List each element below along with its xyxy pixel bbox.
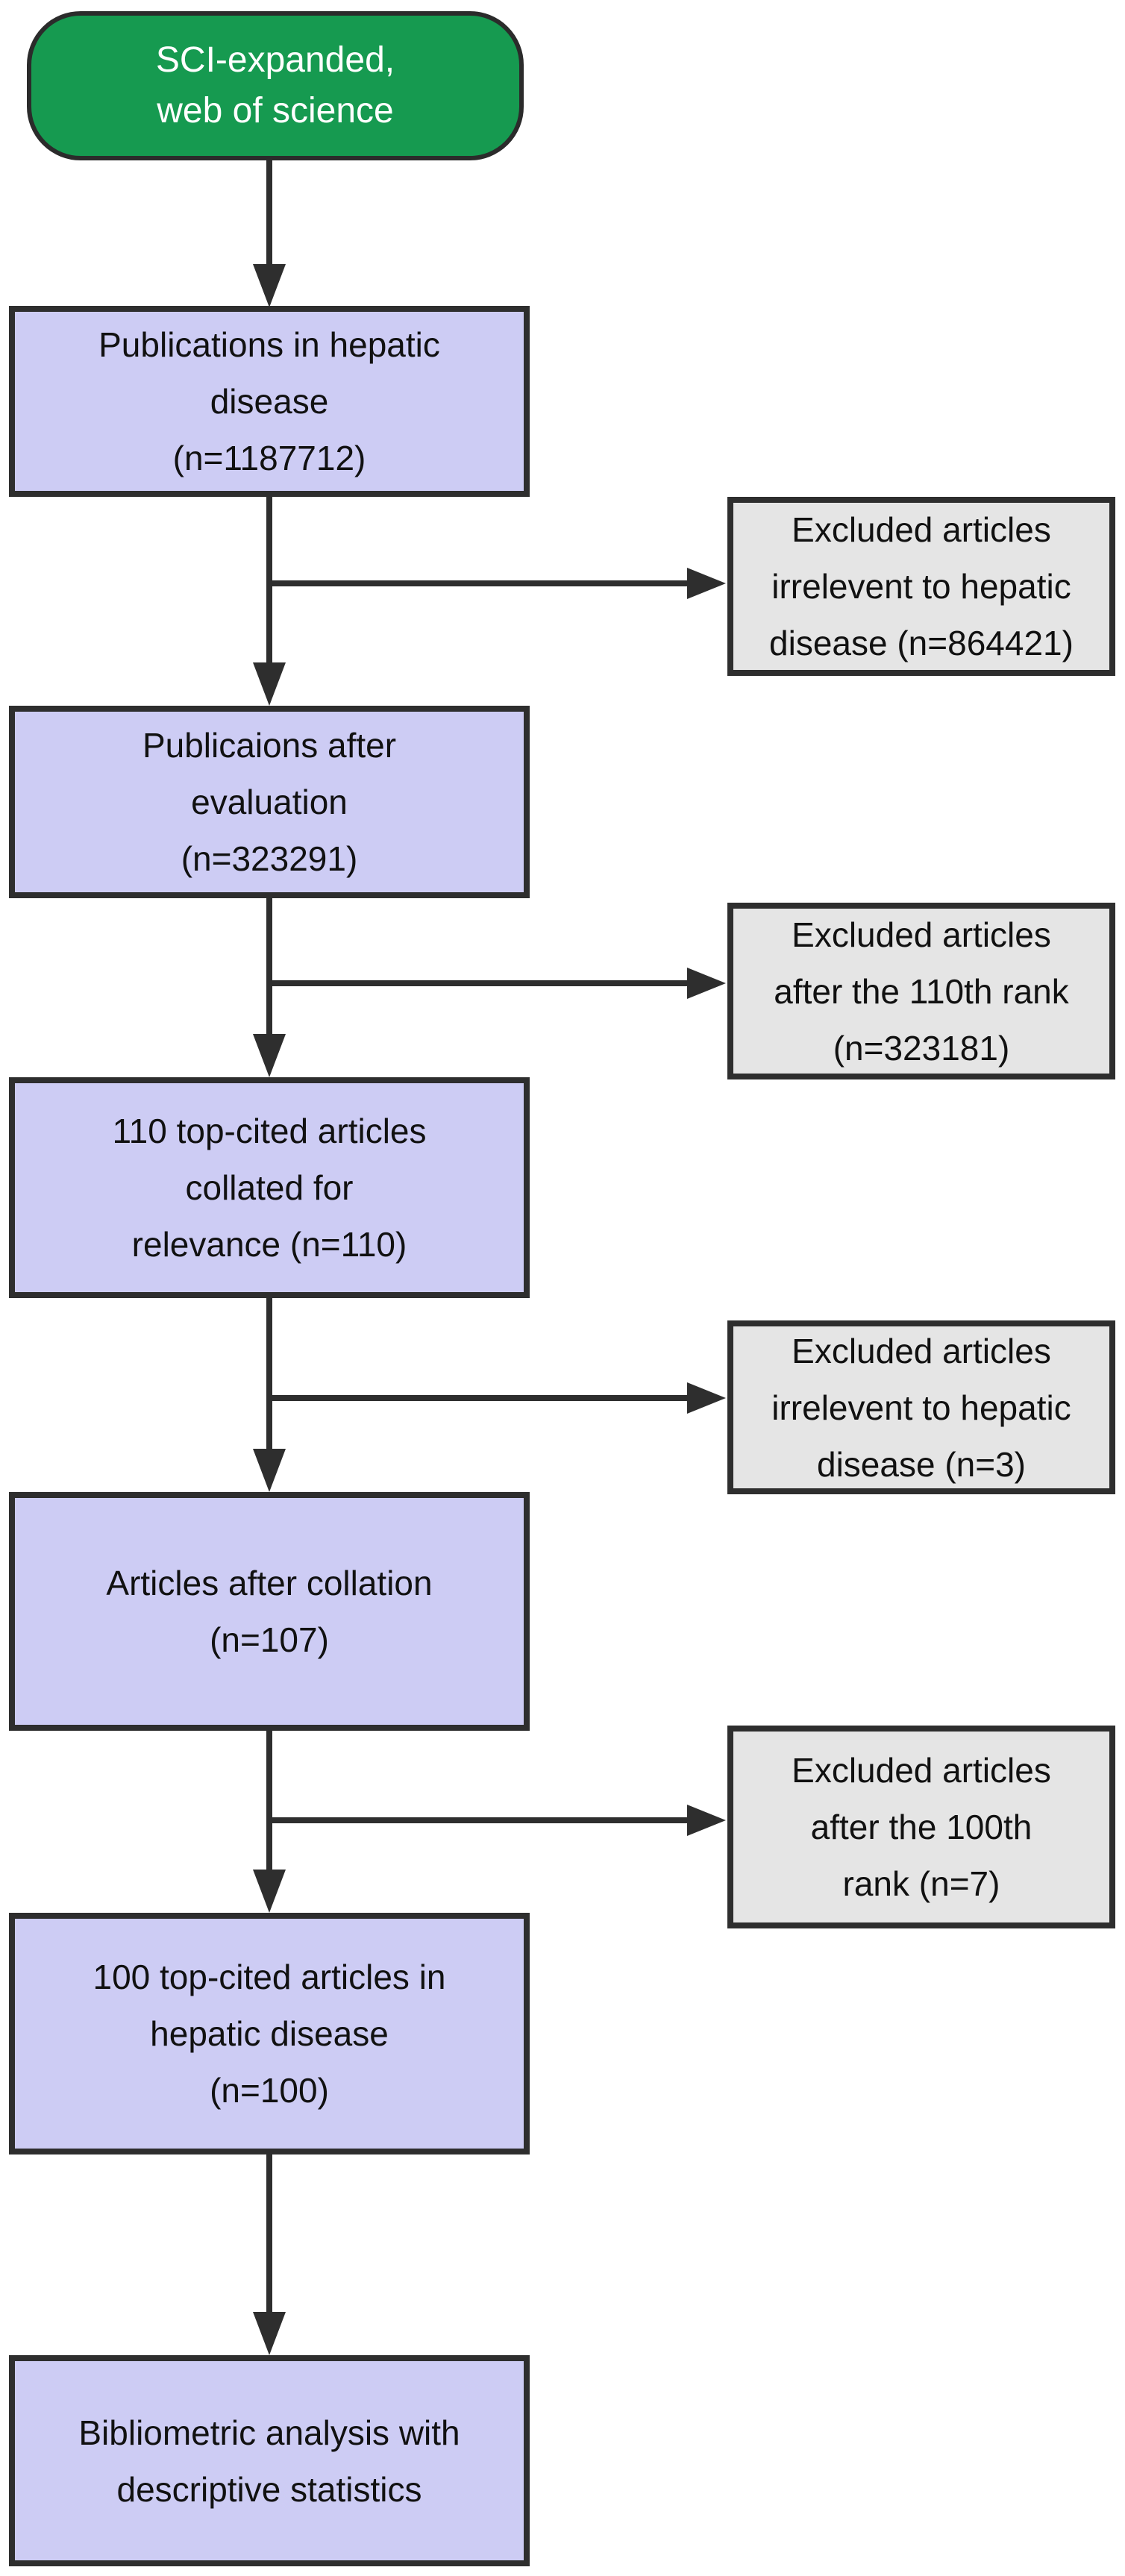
process-node-text-line: Publications in hepatic (98, 325, 440, 364)
arrow-down-icon (253, 2312, 286, 2355)
arrow-down-icon (253, 1034, 286, 1077)
process-node-bibliometric-analysis: Bibliometric analysis with descriptive s… (9, 2355, 530, 2566)
arrow-down-icon (253, 1870, 286, 1913)
process-node-text-line: 100 top-cited articles in (93, 1958, 446, 1996)
process-node-text-line: disease (210, 382, 329, 421)
excluded-node-irrelevant-3: Excluded articles irrelevent to hepatic … (727, 1320, 1115, 1494)
process-node-text-line: Publicaions after (142, 726, 397, 765)
excluded-node-text-line: irrelevent to hepatic (771, 567, 1071, 606)
start-node-text-line: SCI-expanded, (155, 40, 395, 80)
excluded-node-text-line: Excluded articles (792, 510, 1051, 549)
arrow-down-icon (253, 1449, 286, 1492)
arrow-right-icon (687, 1382, 726, 1414)
branch-arrow-2-line (269, 980, 689, 986)
excluded-node-after-110th-rank: Excluded articles after the 110th rank (… (727, 903, 1115, 1079)
excluded-node-text-line: irrelevent to hepatic (771, 1388, 1071, 1427)
arrow-right-icon (687, 1805, 726, 1836)
process-node-publications-after-evaluation: Publicaions after evaluation (n=323291) (9, 706, 530, 898)
process-node-text-line: hepatic disease (150, 2014, 389, 2053)
process-node-text-line: collated for (185, 1168, 354, 1207)
process-node-110-top-cited-articles: 110 top-cited articles collated for rele… (9, 1077, 530, 1298)
branch-arrow-3-line (269, 1395, 689, 1401)
arrow-right-icon (687, 568, 726, 599)
excluded-node-text-line: disease (n=864421) (769, 624, 1074, 662)
process-node-text-line: evaluation (191, 783, 348, 821)
excluded-node-text-line: Excluded articles (792, 1751, 1051, 1790)
arrow-down-icon (253, 662, 286, 706)
process-node-text-line: Bibliometric analysis with (78, 2413, 460, 2452)
start-node-sci-expanded: SCI-expanded, web of science (27, 11, 524, 160)
branch-arrow-1-line (269, 580, 689, 586)
arrow-down-icon (253, 264, 286, 307)
excluded-node-text-line: after the 100th (810, 1808, 1032, 1846)
process-node-text-line: (n=1187712) (172, 439, 366, 477)
excluded-node-text-line: rank (n=7) (842, 1864, 1000, 1903)
excluded-node-text-line: Excluded articles (792, 1331, 1051, 1370)
process-node-publications-in-hepatic-disease: Publications in hepatic disease (n=11877… (9, 306, 530, 497)
process-node-text-line: (n=100) (210, 2071, 329, 2110)
process-node-text-line: Articles after collation (106, 1564, 433, 1602)
process-node-articles-after-collation: Articles after collation (n=107) (9, 1492, 530, 1731)
process-node-100-top-cited-articles: 100 top-cited articles in hepatic diseas… (9, 1913, 530, 2154)
branch-arrow-4-line (269, 1817, 689, 1823)
excluded-node-irrelevant-864421: Excluded articles irrelevent to hepatic … (727, 497, 1115, 676)
excluded-node-text-line: disease (n=3) (817, 1444, 1026, 1484)
process-node-text-line: relevance (n=110) (131, 1225, 407, 1264)
start-node-text-line: web of science (157, 91, 394, 131)
excluded-node-after-100th-rank: Excluded articles after the 100th rank (… (727, 1726, 1115, 1928)
excluded-node-text-line: after the 110th rank (774, 971, 1069, 1011)
flow-arrow-1-line (266, 495, 272, 664)
process-node-text-line: (n=323291) (181, 839, 358, 878)
flow-arrow-4-line (266, 1729, 272, 1871)
process-node-text-line: descriptive statistics (116, 2469, 422, 2509)
flow-arrow-5-line (266, 2153, 272, 2313)
excluded-node-text-line: (n=323181) (833, 1028, 1010, 1068)
flow-arrow-3-line (266, 1297, 272, 1450)
process-node-text-line: 110 top-cited articles (112, 1112, 427, 1150)
flow-arrow-0-line (266, 160, 272, 265)
flow-arrow-2-line (266, 897, 272, 1035)
excluded-node-text-line: Excluded articles (792, 915, 1051, 954)
arrow-right-icon (687, 968, 726, 999)
process-node-text-line: (n=107) (210, 1620, 329, 1659)
